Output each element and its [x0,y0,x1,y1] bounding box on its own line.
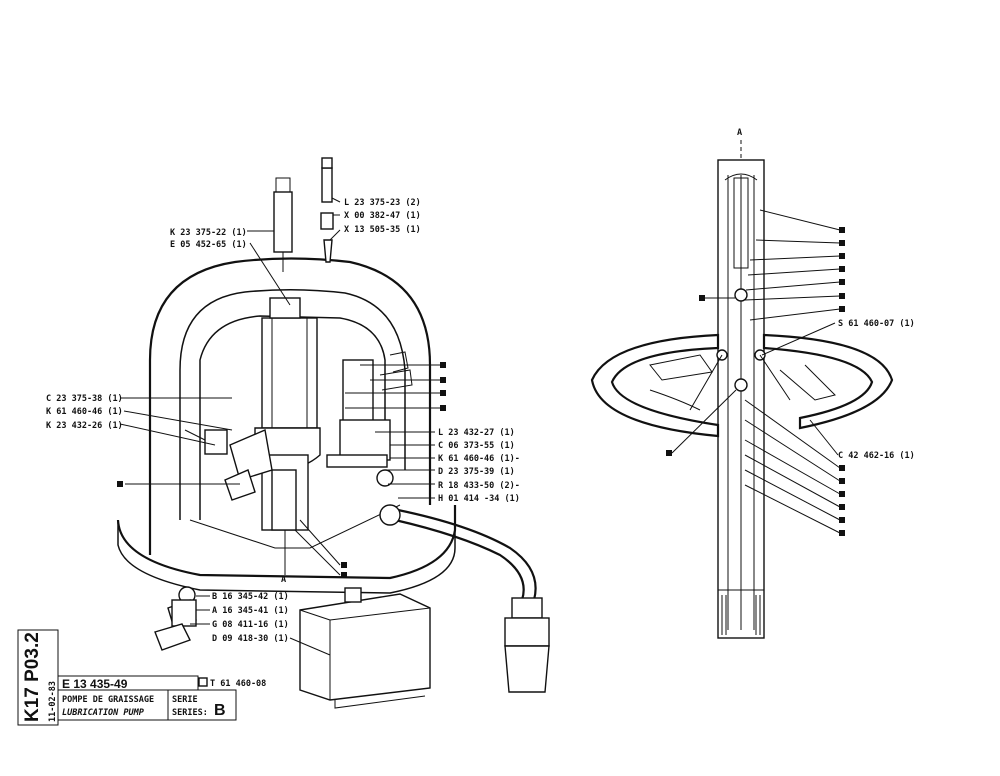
title-block [17,629,237,726]
callout-d23375-39: D 23 375-39 (1) [438,467,515,477]
callout-g08411-16: G 08 411-16 (1) [212,620,289,630]
unlabeled-part-markers-left [117,362,446,578]
drawing-date: 11-02-83 [48,681,58,722]
doc-number: E 13 435-49 [62,677,128,691]
callout-e05452-65: E 05 452-65 (1) [170,240,247,250]
callout-c06373-55: C 06 373-55 (1) [438,441,515,451]
callout-k23375-22: K 23 375-22 (1) [170,228,247,238]
series-value: B [214,702,226,719]
kit-ref: T 61 460-08 [210,679,266,689]
callout-k61460-46-right: K 61 460-46 (1)- [438,454,520,464]
callout-c23375-38: C 23 375-38 (1) [46,394,123,404]
sheet-code: K17 P03.2 [22,632,43,722]
unlabeled-part-markers-right [666,227,845,536]
callout-h01414-34: H 01 414 -34 (1) [438,494,520,504]
callout-x13505-35: X 13 505-35 (1) [344,225,421,235]
pump-section-drawing [590,140,894,639]
callout-k23432-26: K 23 432-26 (1) [46,421,123,431]
callout-x00382-47: X 00 382-47 (1) [344,211,421,221]
callout-k61460-46-left: K 61 460-46 (1) [46,407,123,417]
series-label: SERIES: [172,708,208,718]
callout-l23375-23: L 23 375-23 (2) [344,198,421,208]
callout-s61460-07: S 61 460-07 (1) [838,319,915,329]
title-fr: POMPE DE GRAISSAGE [62,695,154,705]
callout-a16345-41: A 16 345-41 (1) [212,606,289,616]
callout-d09418-30: D 09 418-30 (1) [212,634,289,644]
leader-lines-right [671,209,841,534]
callout-l23432-27: L 23 432-27 (1) [438,428,515,438]
section-mark-left: A [281,575,286,585]
callout-b16345-42: B 16 345-42 (1) [212,592,289,602]
leader-lines-left [119,197,440,656]
pump-assembly-drawing [116,157,550,709]
serie-label: SERIE [172,695,198,705]
title-en: LUBRICATION PUMP [62,708,145,718]
callout-r18433-50: R 18 433-50 (2)- [438,481,520,491]
callout-c42462-16: C 42 462-16 (1) [838,451,915,461]
section-mark-right: A [737,128,742,138]
